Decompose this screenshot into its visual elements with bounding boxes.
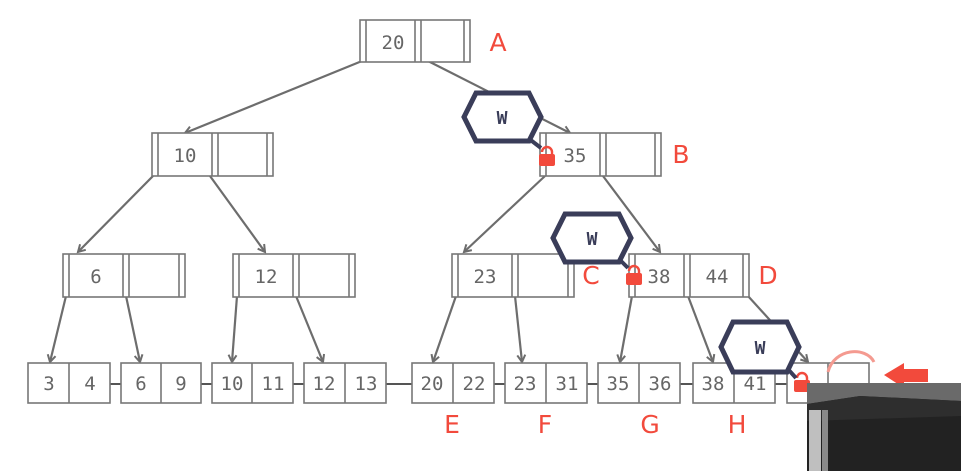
leaf-key: 3 xyxy=(43,373,54,395)
leaf-key: 4 xyxy=(84,373,95,395)
root-node-a: 20 A xyxy=(359,19,507,63)
edge-6-to-leaf-1 xyxy=(50,295,68,362)
leaf-key: 36 xyxy=(649,373,672,395)
node-key: 23 xyxy=(474,266,497,288)
leaf-key: 10 xyxy=(221,373,244,395)
leaf-node-g: 35 36 G xyxy=(597,362,681,439)
edge-a-to-10 xyxy=(185,59,363,133)
inner-node-10: 10 xyxy=(151,132,274,177)
leaf-node: 3 4 xyxy=(27,362,111,404)
edge-23-to-leaf-f xyxy=(513,295,522,362)
leaf-node: 12 13 xyxy=(303,362,387,404)
node-key: 35 xyxy=(564,145,587,167)
latch-label: W xyxy=(755,338,766,359)
leaf-key: 6 xyxy=(135,373,146,395)
latch-label: W xyxy=(587,229,598,250)
node-key: 10 xyxy=(174,145,197,167)
node-label-e: E xyxy=(444,410,460,439)
hexagon-latch-icon: W xyxy=(461,90,544,150)
leaf-key: 23 xyxy=(514,373,537,395)
hexagon-latch-icon: W xyxy=(550,211,634,270)
leaf-key: 12 xyxy=(313,373,336,395)
edge-10-to-6 xyxy=(78,175,154,252)
leaf-key: 41 xyxy=(744,373,767,395)
edge-12-to-leaf-4 xyxy=(294,295,323,362)
edge-d-to-leaf-g xyxy=(620,295,634,362)
edge-12-to-leaf-3 xyxy=(232,295,239,362)
leaf-key: 31 xyxy=(556,373,579,395)
root-key: 20 xyxy=(382,32,405,54)
leaf-key: 22 xyxy=(463,373,486,395)
node-key: 6 xyxy=(90,266,101,288)
leaf-node: 10 11 xyxy=(211,362,294,404)
node-label-g: G xyxy=(640,410,659,439)
edge-23-to-leaf-e xyxy=(433,295,458,362)
node-label-a: A xyxy=(489,28,506,57)
edge-10-to-12 xyxy=(209,175,265,252)
leaf-node-e: 20 22 E xyxy=(411,362,495,439)
node-label-f: F xyxy=(538,410,552,439)
node-label-b: B xyxy=(672,140,689,169)
webcam-overlay xyxy=(807,383,961,471)
inner-node-b: 35 B xyxy=(539,132,690,177)
inner-node-23: 23 xyxy=(451,253,575,298)
lock-icon xyxy=(539,145,555,166)
leaf-key: 11 xyxy=(262,373,285,395)
lock-icon xyxy=(626,264,642,285)
inner-node-12: 12 xyxy=(232,253,356,298)
leaf-key: 35 xyxy=(607,373,630,395)
leaf-key: 38 xyxy=(702,373,725,395)
leaf-node-f: 23 31 F xyxy=(504,362,588,439)
leaf-node: 6 9 xyxy=(120,362,202,404)
leaf-key: 13 xyxy=(355,373,378,395)
curved-arrow-icon xyxy=(826,350,876,373)
node-key: 38 xyxy=(648,266,671,288)
edge-b-to-23 xyxy=(464,175,546,252)
hexagon-latch-icon: W xyxy=(718,319,802,380)
node-key-2: 44 xyxy=(706,266,729,288)
inner-node-d: 38 44 D xyxy=(628,253,778,298)
node-label-h: H xyxy=(728,410,747,439)
leaf-key: 20 xyxy=(421,373,444,395)
latch-label: W xyxy=(497,108,508,129)
leaf-key: 9 xyxy=(175,373,186,395)
edge-d-to-leaf-h xyxy=(686,295,713,362)
inner-node-6: 6 xyxy=(62,253,186,298)
arrow-left-icon xyxy=(884,363,928,388)
node-label-d: D xyxy=(758,261,777,290)
edge-6-to-leaf-2 xyxy=(124,295,140,362)
tree-edges xyxy=(50,59,808,362)
edge-b-to-d xyxy=(602,175,660,252)
node-key: 12 xyxy=(255,266,278,288)
node-label-c: C xyxy=(582,261,599,290)
lock-icon xyxy=(794,371,810,392)
